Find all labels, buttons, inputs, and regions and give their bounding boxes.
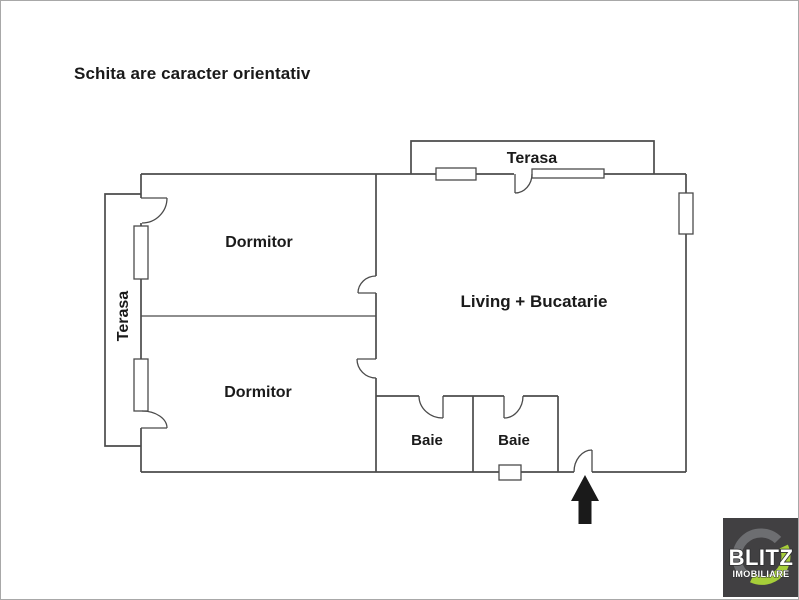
- window-top-right: [531, 168, 605, 179]
- window-top-left: [435, 167, 477, 181]
- entrance-arrow-icon: [571, 475, 599, 524]
- window-right: [678, 192, 694, 235]
- plan-disclaimer-title: Schita are caracter orientativ: [74, 64, 311, 83]
- label-bath-left: Baie: [411, 432, 443, 449]
- label-living-kitchen: Living + Bucatarie: [461, 292, 608, 311]
- windows: [133, 167, 694, 481]
- logo-ring-green: [750, 544, 791, 585]
- doors: [141, 173, 593, 473]
- terrace-top-outline: [410, 140, 655, 174]
- interior-walls: [141, 174, 559, 472]
- window-left-top: [133, 225, 149, 280]
- label-bedroom-bottom: Dormitor: [224, 384, 292, 401]
- agency-logo-mark: BLITZ IMOBILIARE: [728, 528, 794, 585]
- label-bath-right: Baie: [498, 432, 530, 449]
- agency-logo: BLITZ IMOBILIARE: [723, 518, 798, 597]
- logo-ring-gray: [732, 528, 782, 578]
- logo-brand-text: BLITZ: [729, 545, 794, 570]
- window-left-bottom: [133, 358, 149, 412]
- exterior-walls: [140, 173, 687, 473]
- terrace-left-outline: [104, 193, 141, 447]
- logo-subtitle-text: IMOBILIARE: [733, 569, 790, 579]
- label-terrace-left: Terasa: [115, 291, 132, 342]
- label-bedroom-top: Dormitor: [225, 234, 293, 251]
- bath-vent-window: [498, 464, 522, 481]
- label-terrace-top: Terasa: [507, 150, 558, 167]
